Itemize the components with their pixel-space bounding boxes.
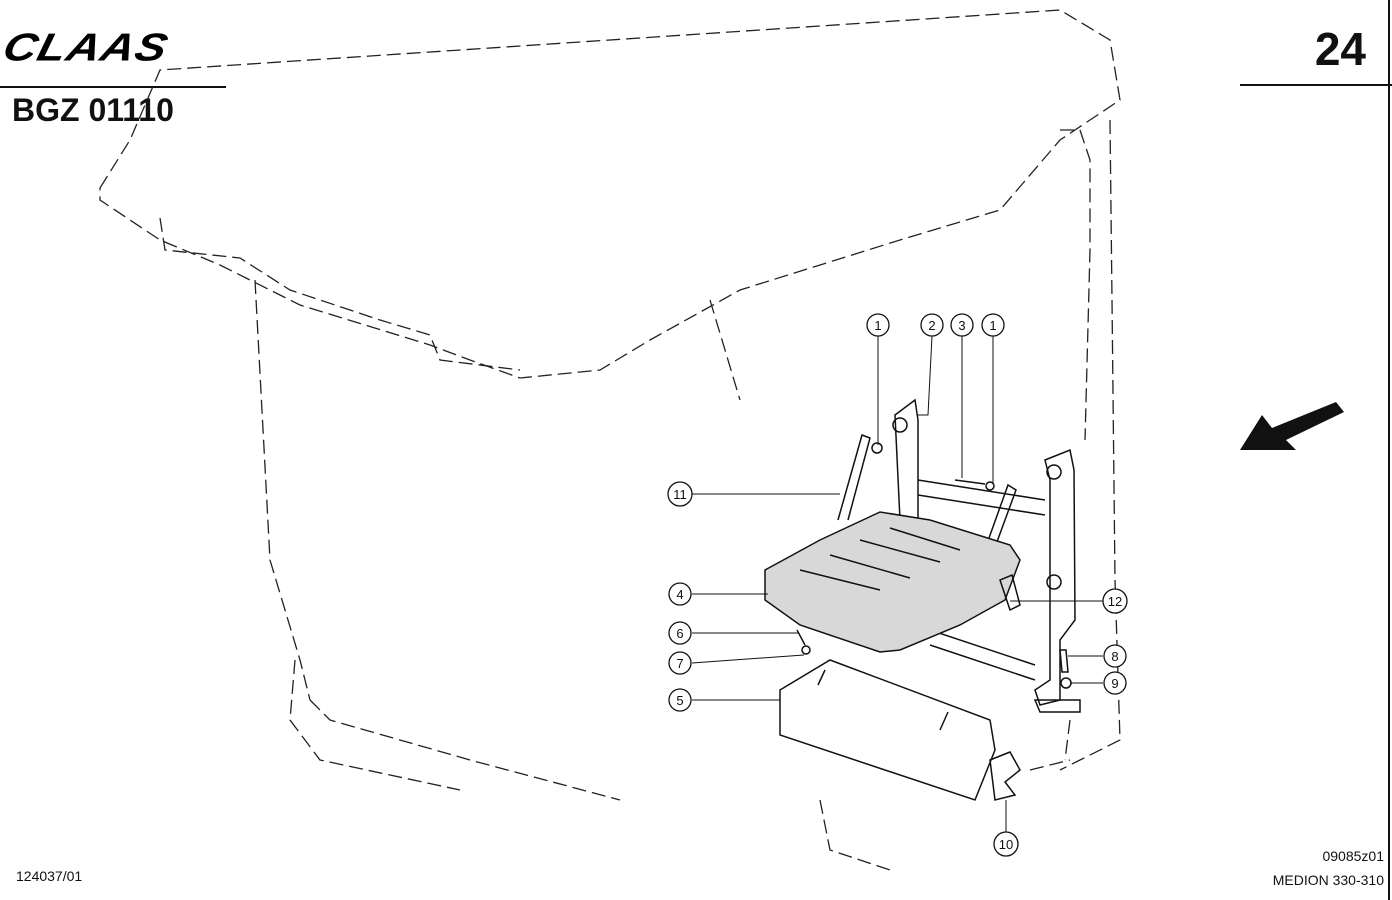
- callout-label-9: 9: [1111, 676, 1118, 691]
- seat-base: [779, 659, 996, 801]
- header-rule-right: [1240, 84, 1392, 86]
- callout-9: 9: [1103, 671, 1127, 695]
- callout-label-8: 8: [1111, 649, 1118, 664]
- callout-label-6: 6: [676, 626, 683, 641]
- left-bracket: [894, 398, 919, 521]
- callout-8: 8: [1103, 644, 1127, 668]
- callout-label-3: 3: [958, 318, 965, 333]
- callout-12: 12: [1102, 588, 1128, 614]
- leader-lines: [691, 335, 1103, 833]
- seat-cushion: [764, 511, 1021, 653]
- page-number: 24: [1314, 23, 1366, 75]
- callout-label-2: 2: [928, 318, 935, 333]
- bushing-lower: [1046, 574, 1062, 590]
- callout-label-4: 4: [676, 587, 683, 602]
- callout-7: 7: [668, 651, 692, 675]
- callout-3: 3: [950, 313, 974, 337]
- bushing-left: [892, 417, 908, 433]
- callout-1a: 1: [866, 313, 890, 337]
- bracket-foot: [1033, 699, 1081, 713]
- right-bracket: [1034, 448, 1076, 706]
- callout-1b: 1: [981, 313, 1005, 337]
- document-code: BGZ 01110: [12, 92, 174, 128]
- callout-markers: 1 2 3 1 11 4 6: [667, 313, 1128, 857]
- bushing-upper: [1046, 464, 1062, 480]
- callout-10: 10: [993, 831, 1019, 857]
- footer-model: MEDION 330-310: [1272, 872, 1384, 888]
- callout-4: 4: [668, 582, 692, 606]
- callout-6: 6: [668, 621, 692, 645]
- strut-left: [837, 434, 871, 521]
- callout-label-12: 12: [1108, 594, 1122, 609]
- callout-2: 2: [920, 313, 944, 337]
- frame-right-edge: [1388, 0, 1390, 900]
- callout-label-10: 10: [999, 837, 1013, 852]
- seat-assembly: [764, 398, 1081, 801]
- direction-arrow-icon: [1240, 402, 1344, 450]
- callout-label-5: 5: [676, 693, 683, 708]
- callout-label-11: 11: [673, 487, 687, 502]
- callout-label-7: 7: [676, 656, 683, 671]
- callout-label-1a: 1: [874, 318, 881, 333]
- callout-11: 11: [667, 481, 693, 507]
- footer-left-code: 124037/01: [16, 868, 83, 884]
- clip: [989, 751, 1021, 801]
- footer-drawing-code: 09085z01: [1322, 848, 1384, 864]
- callout-5: 5: [668, 688, 692, 712]
- callout-label-1b: 1: [989, 318, 996, 333]
- cab-outline: [99, 9, 1121, 871]
- header-rule-left: [0, 86, 226, 88]
